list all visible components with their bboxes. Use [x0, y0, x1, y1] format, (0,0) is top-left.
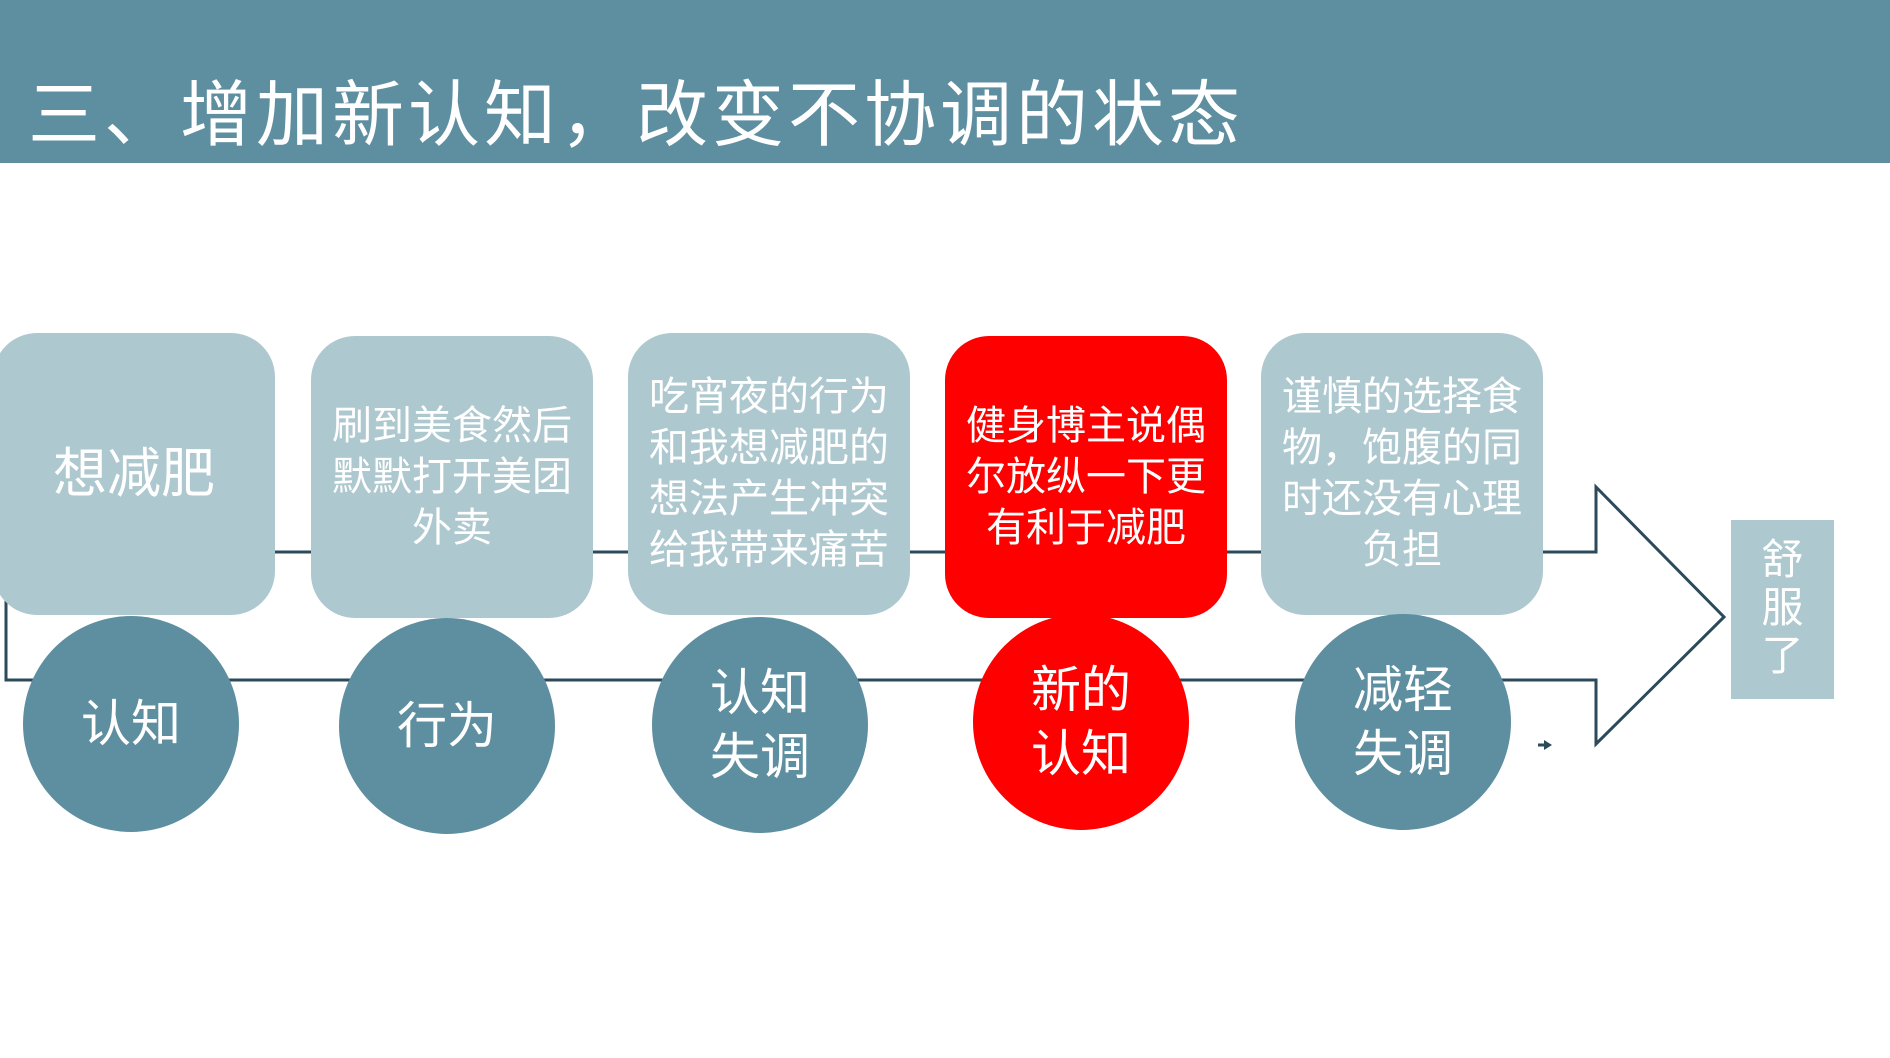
stage-4-box-text: 健身博主说偶尔放纵一下更有利于减肥 [966, 402, 1206, 551]
stage-4-circle-label: 新的认知 [1031, 661, 1131, 783]
stage-2-circle: 行为 [339, 618, 555, 834]
stage-3-box: 吃宵夜的行为和我想减肥的想法产生冲突给我带来痛苦 [628, 333, 910, 615]
title-bar: 三、增加新认知，改变不协调的状态 [0, 0, 1890, 163]
stage-3-box-text: 吃宵夜的行为和我想减肥的想法产生冲突给我带来痛苦 [649, 374, 889, 573]
stage-2-circle-label: 行为 [397, 697, 497, 755]
stage-5-box: 谨慎的选择食物，饱腹的同时还没有心理负担 [1261, 333, 1543, 615]
result-box: 舒服了 [1731, 520, 1834, 699]
flow-arrow-outline [0, 483, 1727, 748]
stage-3-circle: 认知失调 [652, 617, 868, 833]
stage-2-box-text: 刷到美食然后默默打开美团外卖 [332, 402, 572, 551]
stage-4-circle: 新的认知 [973, 614, 1189, 830]
stage-5-circle: 减轻失调 [1295, 614, 1511, 830]
stage-3-circle-label: 认知失调 [710, 664, 810, 786]
stage-5-box-text: 谨慎的选择食物，饱腹的同时还没有心理负担 [1282, 374, 1522, 573]
arrow-marker-icon [1538, 740, 1552, 750]
stage-1-circle-label: 认知 [81, 695, 181, 753]
stage-1-box: 想减肥 [0, 333, 275, 615]
stage-1-circle: 认知 [23, 616, 239, 832]
slide-title: 三、增加新认知，改变不协调的状态 [28, 73, 1245, 157]
stage-1-box-text: 想减肥 [53, 442, 215, 505]
stage-2-box: 刷到美食然后默默打开美团外卖 [311, 336, 593, 618]
stage-5-circle-label: 减轻失调 [1353, 661, 1453, 783]
stage-4-box: 健身博主说偶尔放纵一下更有利于减肥 [945, 336, 1227, 618]
